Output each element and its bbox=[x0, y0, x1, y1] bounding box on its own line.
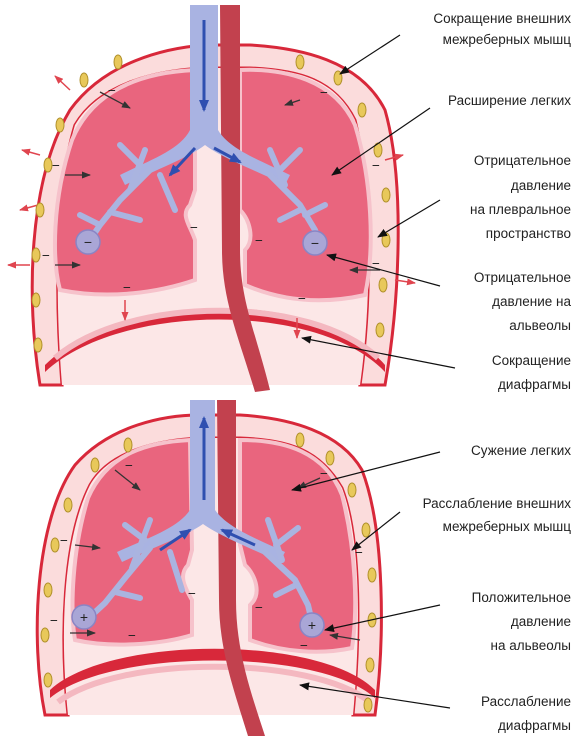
label-diaphragm-relaxation-1: Расслабление bbox=[481, 694, 571, 709]
svg-text:−: − bbox=[125, 458, 133, 473]
label-negative-pleural-3: на плевральное bbox=[470, 202, 571, 217]
label-positive-alveoli-2: давление bbox=[511, 614, 571, 629]
svg-text:−: − bbox=[50, 613, 58, 628]
svg-text:−: − bbox=[52, 158, 60, 173]
alveoli-sign: + bbox=[308, 617, 316, 633]
svg-text:−: − bbox=[255, 600, 263, 615]
label-diaphragm-relaxation-2: диафрагмы bbox=[498, 718, 571, 733]
svg-text:−: − bbox=[42, 248, 50, 263]
label-negative-alveoli-3: альвеолы bbox=[509, 318, 571, 333]
label-negative-alveoli-2: давление на bbox=[492, 294, 571, 309]
label-lung-expansion: Расширение легких bbox=[448, 93, 571, 108]
label-ext-intercostal-contraction-2: межреберных мышц bbox=[443, 32, 572, 47]
label-negative-pleural-1: Отрицательное bbox=[474, 153, 571, 168]
alveoli-sign: − bbox=[311, 235, 319, 251]
inhalation-labels: Сокращение внешних межреберных мышц Расш… bbox=[433, 11, 571, 392]
alveoli-sign: + bbox=[80, 609, 88, 625]
svg-text:−: − bbox=[300, 638, 308, 653]
label-ext-intercostal-relaxation-2: межреберных мышц bbox=[443, 519, 572, 534]
svg-text:−: − bbox=[298, 291, 306, 306]
inhalation-figure: − − − − − − − bbox=[8, 5, 571, 392]
svg-text:−: − bbox=[372, 158, 380, 173]
label-positive-alveoli-3: на альвеолы bbox=[491, 638, 571, 653]
exhalation-figure: + + − − − − − − − − − bbox=[37, 400, 571, 736]
svg-text:−: − bbox=[190, 220, 198, 235]
alveoli-sign: − bbox=[84, 234, 92, 250]
label-diaphragm-contraction-2: диафрагмы bbox=[498, 377, 571, 392]
svg-text:−: − bbox=[128, 628, 136, 643]
svg-text:−: − bbox=[123, 280, 131, 295]
label-negative-pleural-4: пространство bbox=[486, 226, 571, 241]
label-lung-narrowing: Сужение легких bbox=[471, 443, 571, 458]
exhalation-labels: Сужение легких Расслабление внешних межр… bbox=[423, 443, 572, 733]
svg-text:−: − bbox=[320, 466, 328, 481]
svg-text:−: − bbox=[60, 533, 68, 548]
svg-text:−: − bbox=[320, 85, 328, 100]
label-ext-intercostal-contraction-1: Сокращение внешних bbox=[433, 11, 571, 26]
label-positive-alveoli-1: Положительное bbox=[472, 590, 571, 605]
svg-text:−: − bbox=[255, 233, 263, 248]
label-negative-alveoli-1: Отрицательное bbox=[474, 270, 571, 285]
svg-text:−: − bbox=[108, 83, 116, 98]
svg-text:−: − bbox=[188, 586, 196, 601]
label-ext-intercostal-relaxation-1: Расслабление внешних bbox=[423, 496, 572, 511]
label-negative-pleural-2: давление bbox=[511, 178, 571, 193]
label-diaphragm-contraction-1: Сокращение bbox=[492, 353, 571, 368]
